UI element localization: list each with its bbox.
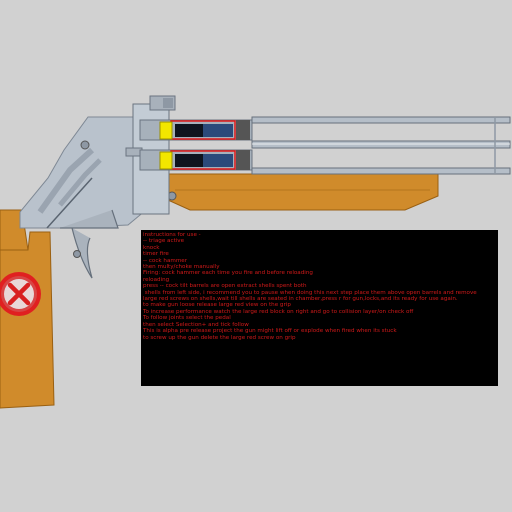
shell-top	[175, 124, 203, 137]
barrel-bottom	[251, 167, 511, 175]
instruction-line: then multy/choke manually	[143, 264, 220, 271]
yellow-block-bottom	[159, 151, 173, 170]
close-button[interactable]	[0, 270, 44, 318]
instruction-line: large red screws on shells,wait till she…	[143, 296, 458, 303]
forend-wood	[167, 173, 439, 211]
instruction-line: To increase performance watch the large …	[143, 308, 414, 315]
instruction-line: This is alpha pre release project the gu…	[143, 328, 397, 335]
instruction-line: shells from left side, i recommend you t…	[143, 289, 477, 296]
yellow-block-top	[159, 121, 173, 140]
instruction-line: -- triage active	[143, 238, 185, 245]
instruction-line: Firing: cock hammer each time you fire a…	[143, 270, 313, 277]
trigger-guard	[60, 209, 119, 279]
barrel-middle	[251, 140, 511, 149]
instruction-line: reloading	[143, 276, 170, 283]
instruction-line: knock	[143, 244, 160, 251]
instructions-panel: instructions for use - -- triage active …	[141, 230, 498, 386]
instruction-line: to screw up the gun delete the large red…	[143, 334, 296, 341]
instruction-line: timer fire	[143, 251, 169, 258]
stock-wood	[0, 231, 55, 409]
instruction-line: To follow joints select the pedal	[143, 315, 231, 322]
shell-bottom	[175, 154, 203, 167]
instruction-line: instructions for use -	[143, 232, 201, 238]
instruction-line: then select Selection+ and tick follow	[143, 321, 249, 328]
instruction-line: -- cock hammer	[143, 257, 188, 264]
instruction-line: press -- cock tilt barrels are open extr…	[143, 283, 307, 290]
instruction-line: to make gun loose release large red view…	[143, 302, 291, 309]
barrel-top	[251, 116, 511, 124]
close-icon	[0, 272, 41, 316]
